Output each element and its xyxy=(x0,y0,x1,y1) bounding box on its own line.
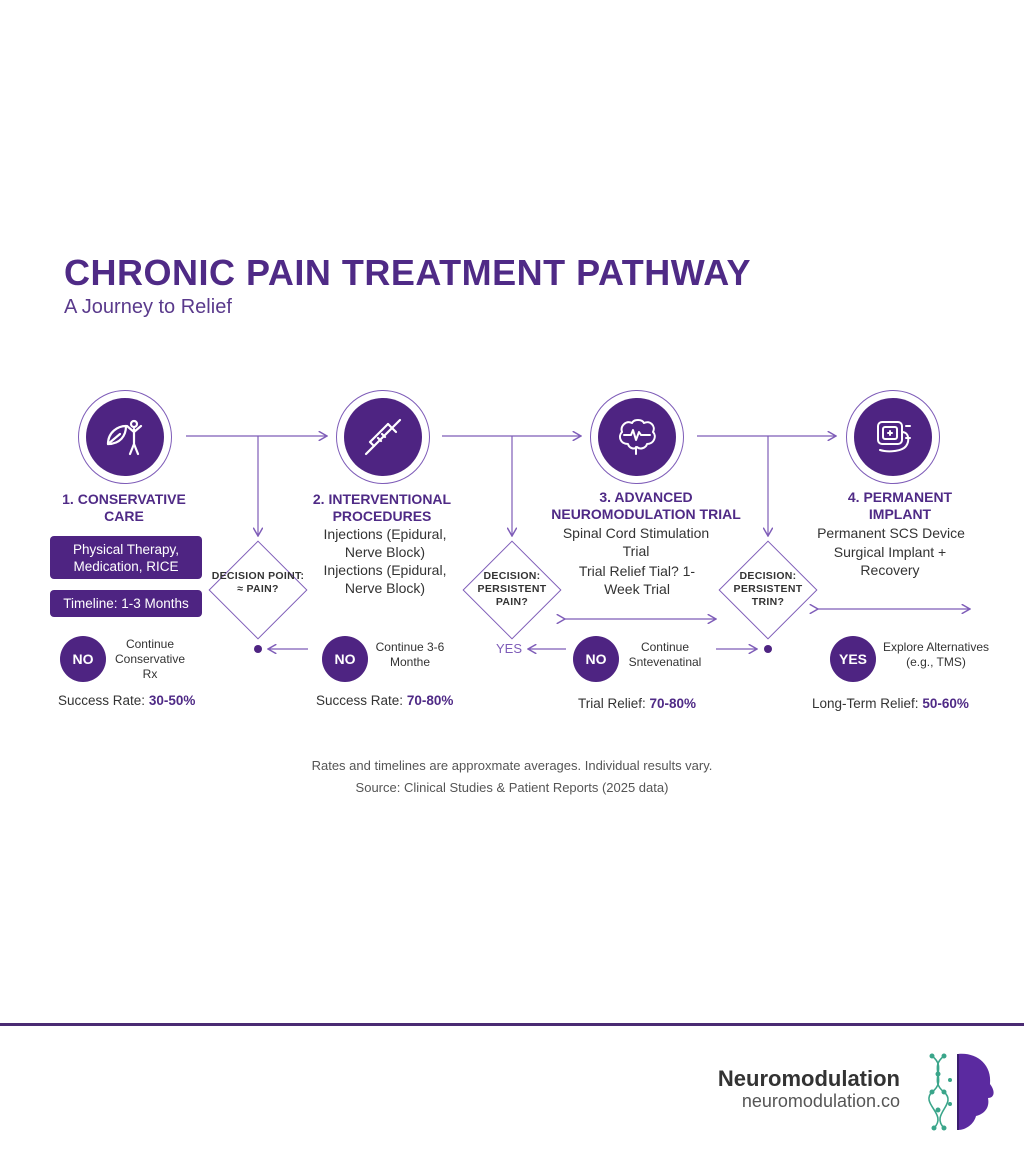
step-3-icon-circle xyxy=(590,390,684,484)
brand-url[interactable]: neuromodulation.co xyxy=(741,1091,900,1111)
step-3-title: 3. ADVANCED NEUROMODULATION TRIAL xyxy=(551,489,741,522)
step-3-desc-1: Spinal Cord Stimulation Trial xyxy=(562,525,710,559)
step-1-pill-treatments: Physical Therapy, Medication, RICE xyxy=(50,536,202,579)
step-3-note: Continue Sntevenatinal xyxy=(628,640,702,669)
step-1-rate-value: 30-50% xyxy=(148,693,196,708)
step-4-rate-label: Long-Term Relief: xyxy=(812,696,919,711)
step-2-rate-value: 70-80% xyxy=(406,693,454,708)
step-1-rate: Success Rate: 30-50% xyxy=(58,693,195,708)
step-3-rate-label: Trial Relief: xyxy=(578,696,646,711)
step-4-title: 4. PERMANENT IMPLANT xyxy=(847,489,953,522)
step-4-desc-1: Permanent SCS Device xyxy=(817,525,965,541)
step-4-icon-circle xyxy=(846,390,940,484)
step-2-no-badge: NO xyxy=(322,636,368,682)
brain-signal-icon xyxy=(619,419,656,455)
step-4-yes-badge: YES xyxy=(830,636,876,682)
step-4-rate: Long-Term Relief: 50-60% xyxy=(812,696,969,711)
step-1-dot xyxy=(254,645,262,653)
step-1-pill-timeline: Timeline: 1-3 Months xyxy=(50,590,202,617)
step-4-desc-2: Surgical Implant + Recovery xyxy=(833,544,947,578)
step-1-decision-text: DECISION POINT: ≈ PAIN? xyxy=(211,570,305,595)
step-3-rate-value: 70-80% xyxy=(649,696,697,711)
footnote-source: Source: Clinical Studies & Patient Repor… xyxy=(355,780,669,795)
step-1-rate-label: Success Rate: xyxy=(58,693,146,708)
syringe-icon xyxy=(364,418,402,456)
step-3-decision: DECISION: PERSISTENT TRIN? xyxy=(718,540,818,640)
footer-divider xyxy=(0,1023,1024,1026)
step-1-icon-circle xyxy=(78,390,172,484)
footnote-disclaimer: Rates and timelines are approxmate avera… xyxy=(311,758,713,773)
brand-name: Neuromodulation xyxy=(717,1066,900,1091)
dna-head-icon xyxy=(928,1053,994,1131)
page-subtitle: A Journey to Relief xyxy=(64,296,232,318)
page-title: CHRONIC PAIN TREATMENT PATHWAY xyxy=(64,252,751,293)
step-2-yes-label: YES xyxy=(496,641,523,656)
step-2-icon-circle xyxy=(336,390,430,484)
step-3-no-badge: NO xyxy=(573,636,619,682)
step-2-desc-1: Injections (Epidural, Nerve Block) xyxy=(323,526,447,560)
step-2-decision: DECISION: PERSISTENT PAIN? xyxy=(462,540,562,640)
step-3-desc-2: Trial Relief Tial? 1-Week Trial xyxy=(578,563,696,597)
step-2-decision-text: DECISION: PERSISTENT PAIN? xyxy=(477,570,547,608)
step-2-desc-2: Injections (Epidural, Nerve Block) xyxy=(323,562,447,596)
step-3-rate: Trial Relief: 70-80% xyxy=(578,696,696,711)
person-leaf-icon xyxy=(106,419,143,456)
step-1-decision: DECISION POINT: ≈ PAIN? xyxy=(208,540,308,640)
implant-device-icon xyxy=(877,421,911,453)
step-2-rate: Success Rate: 70-80% xyxy=(316,693,453,708)
step-4-rate-value: 50-60% xyxy=(922,696,969,711)
step-3-decision-text: DECISION: PERSISTENT TRIN? xyxy=(733,570,803,608)
step-4-note: Explore Alternatives (e.g., TMS) xyxy=(882,640,990,669)
step-2-title: 2. INTERVENTIONAL PROCEDURES xyxy=(312,491,452,524)
step-1-note: Continue Conservative Rx xyxy=(114,637,186,681)
step-2-note: Continue 3-6 Monthe xyxy=(375,640,445,669)
step-1-title: 1. CONSERVATIVE CARE xyxy=(62,491,186,524)
step-2-rate-label: Success Rate: xyxy=(316,693,404,708)
step-3-dot xyxy=(764,645,772,653)
step-1-no-badge: NO xyxy=(60,636,106,682)
